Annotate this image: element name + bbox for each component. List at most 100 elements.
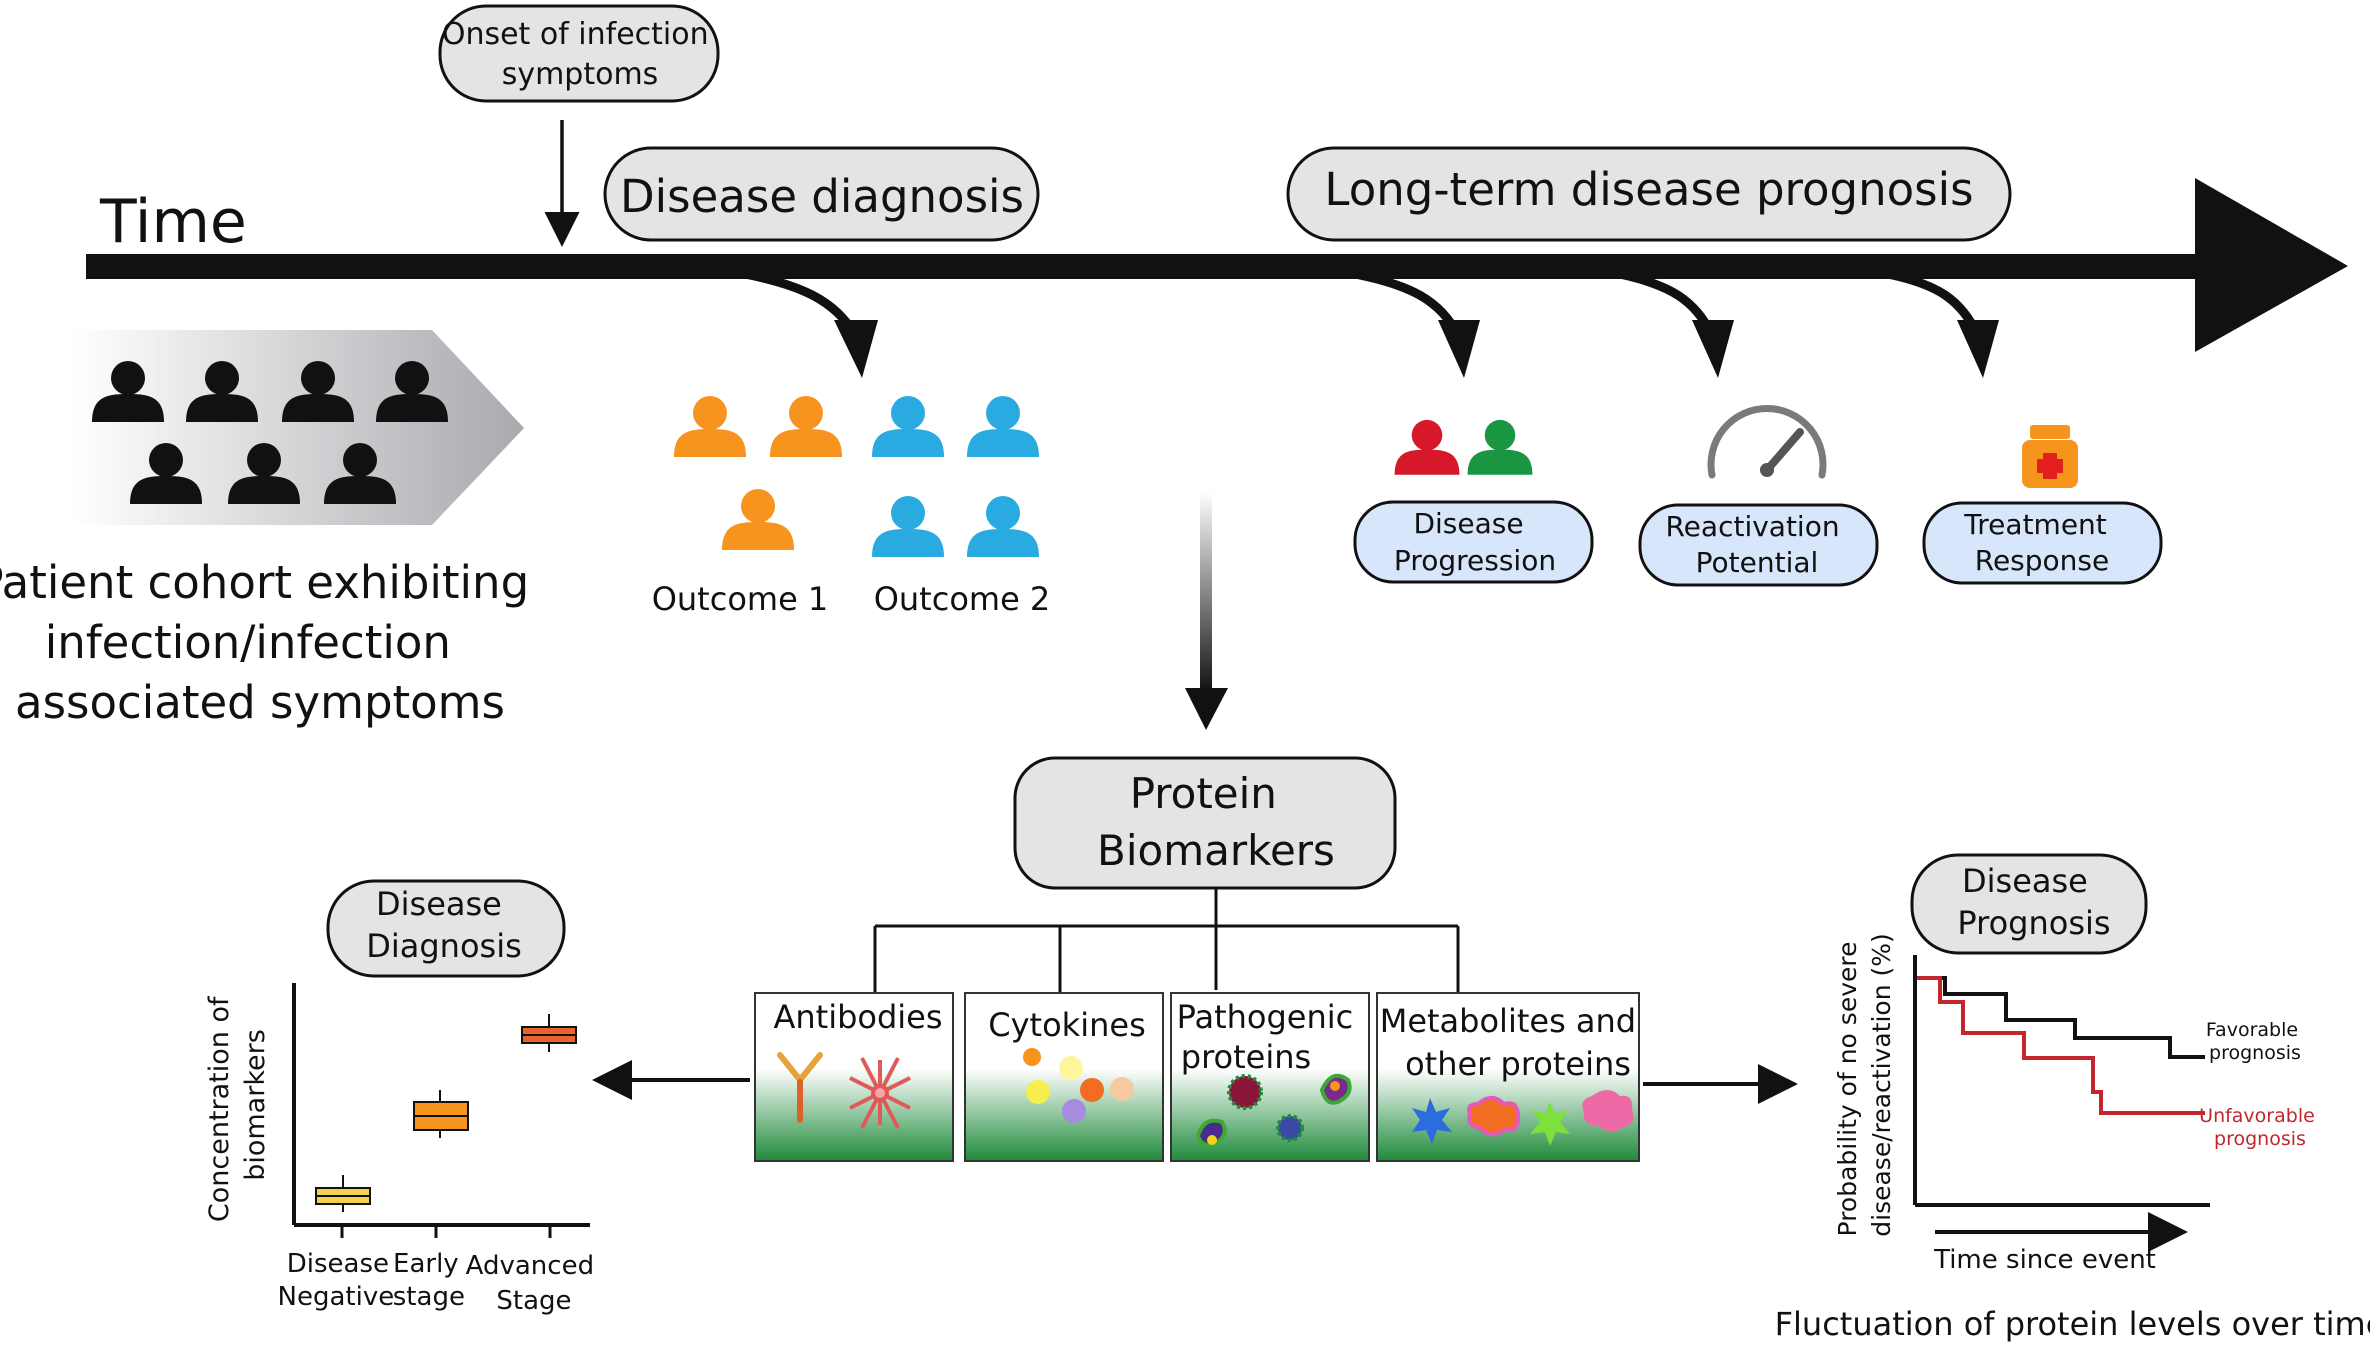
disease-progression-label-line1: Disease	[1413, 507, 1523, 540]
treatment-response-label-line1: Treatment	[1963, 508, 2106, 541]
cohort-caption-line1: Patient cohort exhibiting	[0, 556, 529, 609]
long-term-prognosis-box: Long-term disease prognosis	[1286, 146, 2012, 242]
gauge-icon	[1707, 404, 1827, 479]
svg-text:Patient cohort exhibiting: Patient cohort exhibiting infection/infe…	[0, 556, 543, 729]
svg-text:Disease Progression: Disease Progression	[1394, 507, 1556, 577]
metabolites-label-line2: other proteins	[1405, 1045, 1631, 1083]
patient-cohort: Patient cohort exhibiting infection/infe…	[0, 330, 543, 729]
cytokines-box: Cytokines	[964, 992, 1164, 1162]
unfavorable-label-line1: Unfavorable	[2199, 1105, 2315, 1127]
timeline-arrowhead	[2195, 178, 2348, 352]
curved-arrowhead-treatment	[1957, 320, 1999, 378]
diagnosis-panel: Disease Diagnosis Concentration of bioma…	[204, 879, 603, 1316]
prognosis-panel-title-line2: Prognosis	[1957, 904, 2110, 942]
disease-progression-label-line2: Progression	[1394, 544, 1556, 577]
diagnosis-xtick-early-line1: Early	[393, 1249, 459, 1279]
disease-progression-box: Disease Progression	[1353, 500, 1594, 584]
cytokines-label: Cytokines	[988, 1006, 1145, 1044]
svg-text:Pathogenic proteins: Pathogenic proteins	[1177, 998, 1364, 1076]
svg-text:Disease Diagnosis: Disease Diagnosis	[366, 885, 522, 965]
curved-arrowhead-diagnosis	[834, 320, 878, 378]
time-label: Time	[99, 187, 247, 257]
prognosis-ylabel-line2: disease/reactivation (%)	[1867, 933, 1896, 1237]
protein-biomarkers: Protein Biomarkers Antibodies	[592, 756, 1798, 1162]
cohort-caption-line2: infection/infection	[45, 616, 451, 669]
boxplot-early-stage	[413, 1090, 469, 1138]
favorable-curve	[1917, 976, 2205, 1059]
pathogenic-label-line2: proteins	[1181, 1038, 1311, 1076]
pathogenic-label-line1: Pathogenic	[1177, 998, 1354, 1036]
diagnosis-ylabel-line2: biomarkers	[240, 1029, 271, 1181]
onset-label-line2: symptoms	[502, 57, 659, 92]
reactivation-potential-label-line1: Reactivation	[1665, 510, 1839, 543]
svg-text:Metabolites and other: Metabolites and other proteins	[1380, 1002, 1647, 1083]
favorable-label-line1: Favorable	[2206, 1019, 2298, 1041]
metabolites-box: Metabolites and other proteins	[1376, 992, 1647, 1162]
cytokine-dots-icon	[1023, 1048, 1134, 1123]
unfavorable-label-line2: prognosis	[2214, 1128, 2306, 1150]
prognosis-panel: Disease Prognosis Probability of no seve…	[1775, 853, 2370, 1343]
pathogenic-proteins-box: Pathogenic proteins	[1170, 992, 1370, 1162]
curved-arrowhead-reactivation	[1692, 320, 1734, 378]
svg-text:Onset of infection sym: Onset of infection symptoms	[442, 17, 718, 92]
reactivation-potential-label-line2: Potential	[1696, 546, 1819, 579]
to-biomarkers-arrow	[1185, 492, 1228, 730]
reactivation-potential-box: Reactivation Potential	[1638, 503, 1879, 587]
metabolites-label-line1: Metabolites and	[1380, 1002, 1636, 1040]
svg-text:Unfavorable prognosis: Unfavorable prognosis	[2199, 1105, 2321, 1150]
boxplot-advanced-stage	[521, 1014, 577, 1052]
onset-label-line1: Onset of infection	[442, 17, 709, 52]
svg-text:Concentration of biomark: Concentration of biomarkers	[204, 988, 271, 1222]
biomarkers-title-line2: Biomarkers	[1097, 826, 1335, 875]
diagnosis-xtick-early-line2: stage	[393, 1282, 465, 1312]
cohort-caption-line3: associated symptoms	[15, 676, 505, 729]
timeline-bar	[86, 254, 2201, 279]
diagnosis-xtick-advanced-line1: Advanced	[466, 1251, 594, 1281]
antibodies-box: Antibodies	[754, 992, 954, 1162]
svg-text:Disease Negative E: Disease Negative Early stage Advanced St…	[278, 1249, 603, 1316]
onset-box: Onset of infection symptoms	[438, 4, 720, 103]
diagnosis-xtick-negative-line1: Disease	[287, 1249, 389, 1279]
favorable-label-line2: prognosis	[2209, 1042, 2301, 1064]
svg-text:Reactivation Potential: Reactivation Potential	[1665, 510, 1848, 579]
diagnosis-panel-title-line1: Disease	[376, 885, 502, 923]
svg-text:Probability of no severe: Probability of no severe disease/reactiv…	[1833, 933, 1896, 1237]
svg-text:Protein Biomarkers: Protein Biomarkers	[1097, 769, 1335, 875]
metabolite-icons	[1412, 1090, 1634, 1146]
svg-text:Favorable prognosis: Favorable prognosis	[2206, 1019, 2304, 1064]
timeline: Time Onset of infection symptoms Disease…	[86, 4, 2348, 378]
boxplot-disease-negative	[315, 1175, 371, 1212]
curved-arrowhead-progression	[1438, 320, 1480, 378]
biomarker-tree-connectors	[873, 888, 1460, 993]
svg-text:Treatment Response: Treatment Response	[1963, 508, 2115, 577]
treatment-response-box: Treatment Response	[1922, 501, 2163, 585]
antibody-icon	[777, 1052, 823, 1123]
disease-diagnosis-box: Disease diagnosis	[603, 146, 1040, 242]
unfavorable-curve	[1917, 976, 2205, 1115]
antibody-pentamer-icon	[849, 1057, 911, 1129]
prognosis-xlabel: Time since event	[1933, 1245, 2156, 1275]
diagnosis-ylabel-line1: Concentration of	[204, 995, 235, 1222]
people-red-green-icon	[1394, 419, 1533, 475]
diagnosis-panel-title-line2: Diagnosis	[366, 927, 522, 965]
outcome2-people-icon	[872, 396, 1039, 557]
outcome1-label: Outcome 1	[652, 580, 829, 618]
svg-text:Disease Prognosis: Disease Prognosis	[1957, 862, 2110, 942]
diagnosis-xtick-negative-line2: Negative	[278, 1282, 395, 1312]
pathogen-icons	[1195, 1073, 1352, 1147]
prognosis-ylabel-line1: Probability of no severe	[1833, 942, 1862, 1237]
prognosis-items: Disease Progression Reactivation Potenti…	[1353, 404, 2163, 587]
prognosis-caption: Fluctuation of protein levels over time	[1775, 1305, 2370, 1343]
outcome2-label: Outcome 2	[874, 580, 1051, 618]
disease-diagnosis-label: Disease diagnosis	[620, 170, 1024, 223]
biomarkers-title-line1: Protein	[1130, 769, 1277, 818]
prognosis-panel-title-line1: Disease	[1962, 862, 2088, 900]
diagnosis-xtick-advanced-line2: Stage	[496, 1286, 571, 1316]
medicine-bottle-icon	[2022, 425, 2078, 488]
outcomes: Outcome 1 Outcome 2	[652, 396, 1051, 618]
antibodies-label: Antibodies	[773, 998, 942, 1036]
outcome1-people-icon	[674, 396, 842, 550]
long-term-prognosis-label: Long-term disease prognosis	[1324, 163, 1973, 216]
treatment-response-label-line2: Response	[1975, 544, 2109, 577]
